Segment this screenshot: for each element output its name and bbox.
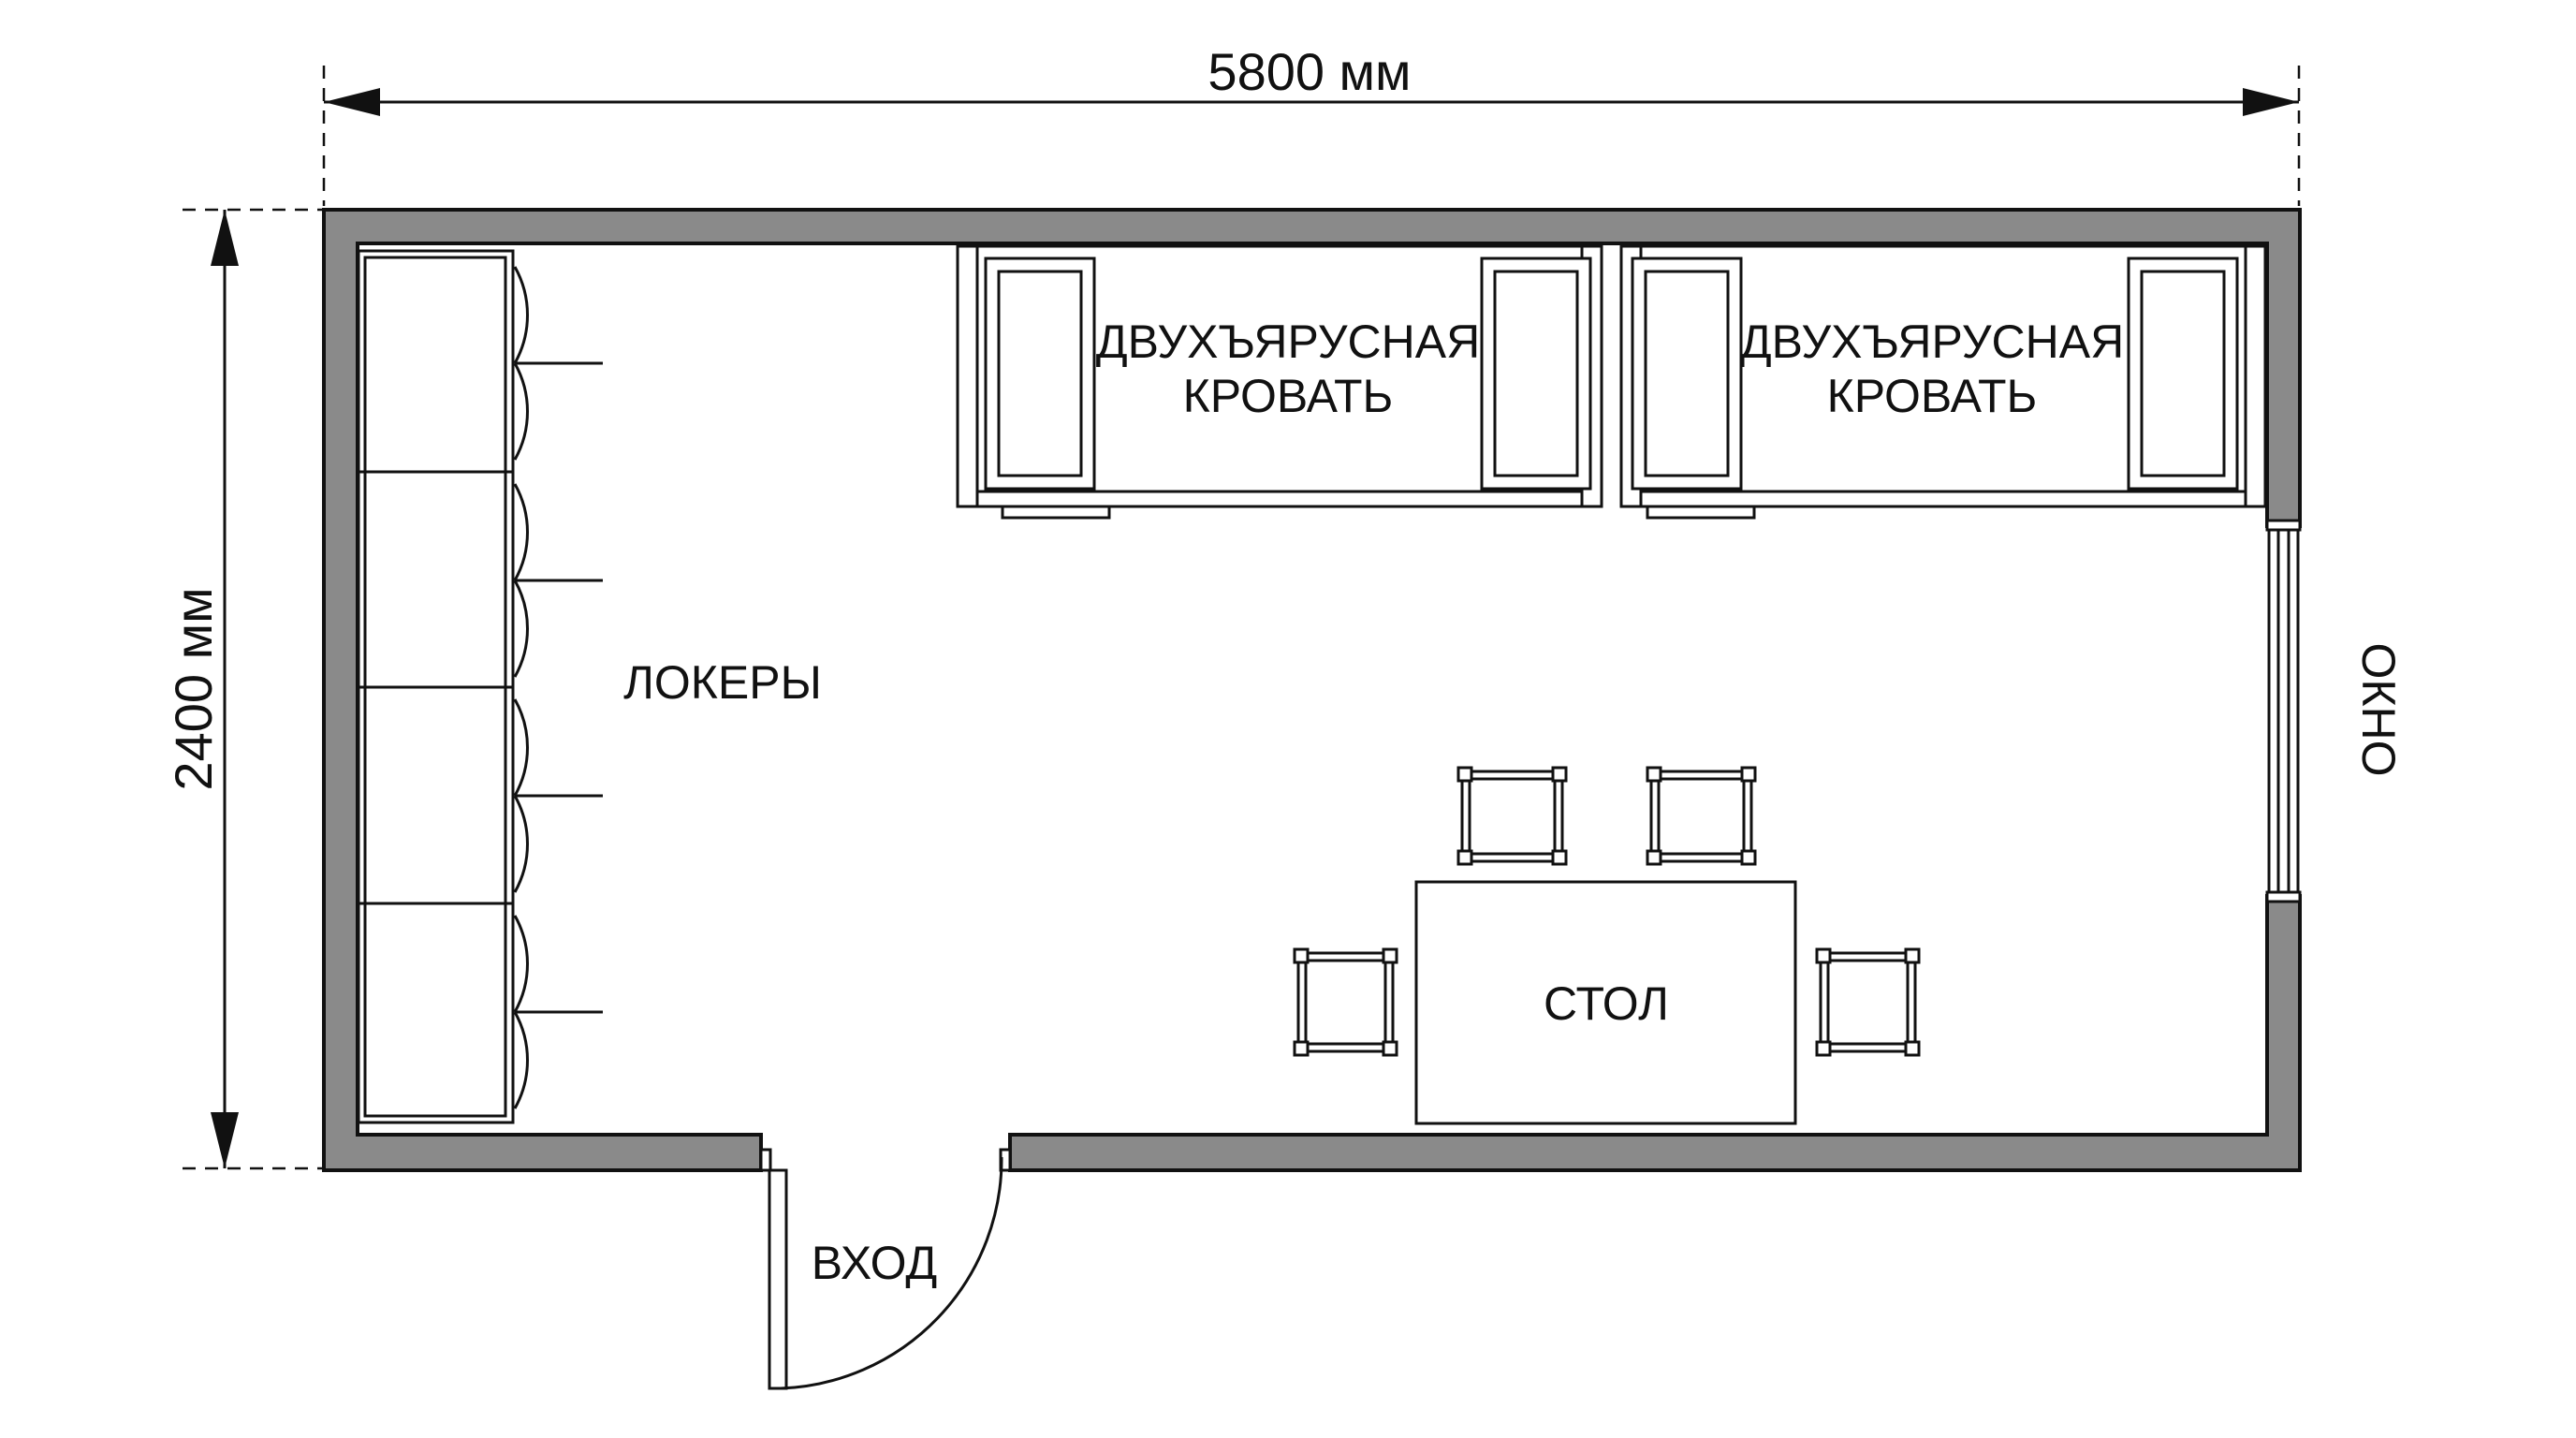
- bed-2-label-line2: КРОВАТЬ: [1827, 370, 2038, 422]
- window-label: ОКНО: [2352, 642, 2405, 776]
- window: ОКНО: [2265, 519, 2405, 903]
- width-label: 5800 мм: [1208, 42, 1411, 101]
- table: СТОЛ: [1414, 880, 1797, 1125]
- chair: [1815, 947, 1921, 1057]
- locker-doors: [513, 266, 603, 1109]
- bed-2-label-line1: ДВУХЪЯРУСНАЯ: [1740, 315, 2124, 368]
- height-label: 2400 мм: [164, 587, 223, 790]
- entrance-door[interactable]: ВХОД: [759, 1148, 1012, 1390]
- bed-1-label-line1: ДВУХЪЯРУСНАЯ: [1096, 315, 1480, 368]
- bunk-bed-1: ДВУХЪЯРУСНАЯ КРОВАТЬ: [956, 244, 1603, 520]
- width-dimension: 5800 мм: [322, 42, 2301, 206]
- lockers: ЛОКЕРЫ: [357, 249, 822, 1124]
- lockers-label: ЛОКЕРЫ: [623, 656, 822, 709]
- chairs: [1293, 766, 1921, 1057]
- entrance-label: ВХОД: [812, 1237, 938, 1289]
- chair: [1646, 766, 1757, 866]
- height-dimension: 2400 мм: [164, 208, 1011, 1170]
- table-label: СТОЛ: [1544, 977, 1669, 1030]
- chair: [1293, 947, 1398, 1057]
- bed-1-label-line2: КРОВАТЬ: [1183, 370, 1394, 422]
- chair: [1456, 766, 1568, 866]
- bunk-bed-2: ДВУХЪЯРУСНАЯ КРОВАТЬ: [1619, 244, 2267, 520]
